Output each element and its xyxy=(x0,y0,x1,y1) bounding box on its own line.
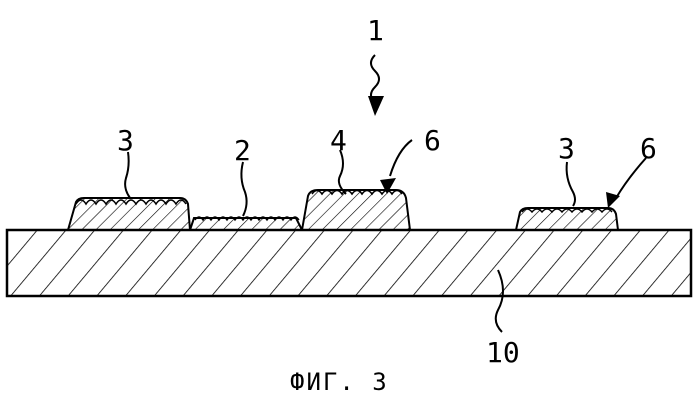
layer-2 xyxy=(190,217,302,230)
label-substrate-10: 10 xyxy=(486,336,520,369)
label-bump-3-left: 3 xyxy=(117,124,134,157)
label-bump-4: 4 xyxy=(330,124,347,157)
bump-3-right xyxy=(516,208,618,230)
bump-4 xyxy=(302,190,410,230)
bump-3-left xyxy=(68,198,190,230)
label-coating-6-right: 6 xyxy=(640,132,657,165)
substrate-layer xyxy=(7,230,691,296)
figure-caption: ФИГ. 3 xyxy=(290,368,389,396)
label-coating-6-middle: 6 xyxy=(424,124,441,157)
label-layer-2: 2 xyxy=(234,134,251,167)
label-bump-3-right: 3 xyxy=(558,132,575,165)
label-assembly-1: 1 xyxy=(367,14,384,47)
